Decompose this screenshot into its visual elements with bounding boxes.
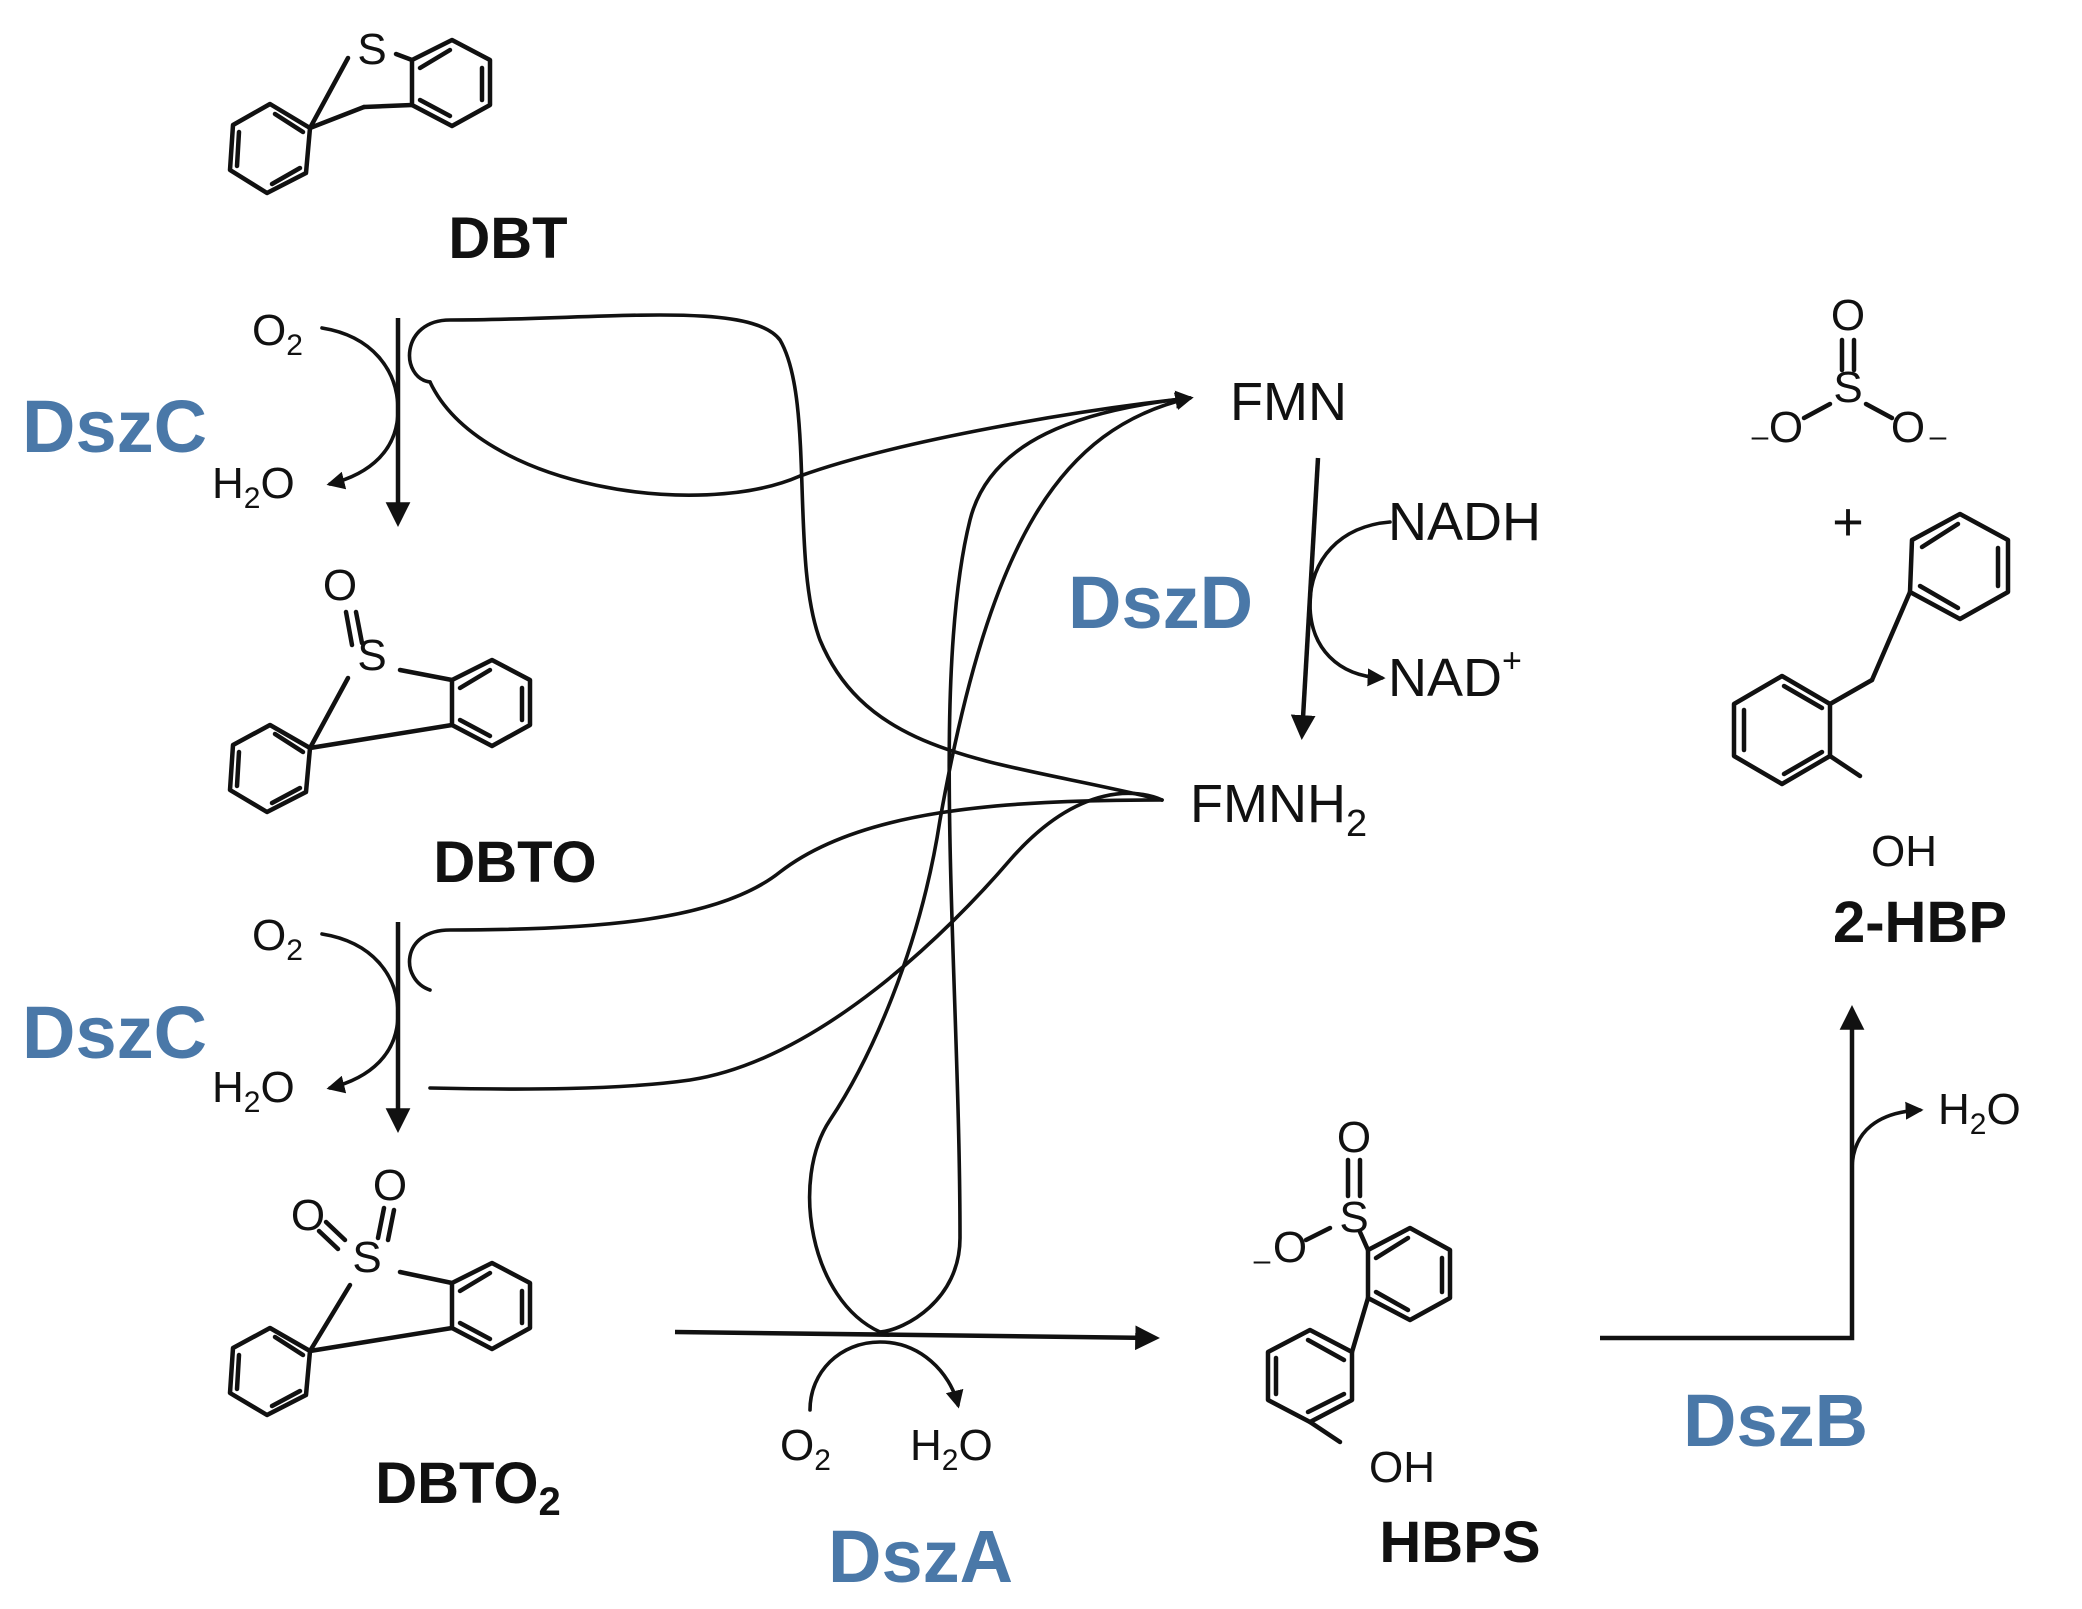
nad-label: NAD+ — [1388, 642, 1522, 708]
hbps-sulfur-atom: S — [1339, 1193, 1368, 1242]
dbto-label: DBTO — [433, 830, 596, 895]
dbto-structure: S O — [227, 561, 533, 815]
dbto2-label: DBTO2 — [375, 1451, 561, 1524]
dbto2-oxygen-atom-right: O — [373, 1161, 407, 1210]
dszc2-o2-label: O2 — [252, 911, 303, 967]
hbps-structure: S O O – OH — [1254, 1113, 1453, 1492]
nadh-label: NADH — [1388, 492, 1541, 552]
dszc1-h2o-label: H2O — [212, 459, 295, 515]
sulfite-charge-left: – — [1752, 420, 1769, 453]
dsza-h2o-label: H2O — [910, 1421, 993, 1477]
dszc2-o2-h2o-curl — [320, 932, 400, 1094]
hbp-structure: OH — [1731, 511, 2011, 876]
dbt-structure: S — [227, 25, 493, 196]
dbto2-structure: S O O — [227, 1161, 533, 1418]
hbps-oxide-atom: O — [1273, 1223, 1307, 1272]
sulfite-oxygen-left: O — [1769, 403, 1803, 452]
flavin-coupling-curves — [407, 313, 1194, 1334]
dszb-enzyme-label: DszB — [1683, 1379, 1868, 1462]
hbps-oxide-charge: – — [1254, 1244, 1271, 1277]
plus-sign: + — [1832, 492, 1864, 552]
hbps-to-hbp-arrow — [1600, 1005, 1865, 1341]
fmn-label: FMN — [1230, 372, 1347, 432]
dszc2-h2o-label: H2O — [212, 1063, 295, 1119]
dszc1-o2-label: O2 — [252, 306, 303, 362]
dbto2-oxygen-atom-left: O — [291, 1191, 325, 1240]
dbto-sulfur-atom: S — [357, 631, 386, 680]
dszc1-o2-h2o-curl — [320, 326, 400, 490]
sulfite-sulfur-atom: S — [1833, 363, 1862, 412]
hbps-oxygen-atom: O — [1337, 1113, 1371, 1162]
dsza-enzyme-label: DszA — [828, 1515, 1013, 1598]
dszc-enzyme-label-1: DszC — [22, 385, 207, 468]
dsza-o2-label: O2 — [780, 1421, 831, 1477]
dbto-oxygen-atom: O — [323, 561, 357, 610]
sulfite-oxygen-top: O — [1831, 291, 1865, 340]
fmnh2-label: FMNH2 — [1190, 774, 1367, 845]
dbt-label: DBT — [448, 206, 567, 271]
sulfite-charge-right: – — [1930, 420, 1947, 453]
sulfite-structure: O S O O – – — [1752, 291, 1947, 453]
dszb-h2o-curl — [1850, 1101, 1924, 1172]
hbp-label: 2-HBP — [1833, 890, 2007, 955]
nadh-curl — [1308, 520, 1392, 687]
dszc-enzyme-label-2: DszC — [22, 991, 207, 1074]
hbp-hydroxyl-group: OH — [1871, 827, 1937, 876]
dbt-sulfur-atom: S — [357, 25, 386, 74]
dbto2-to-hbps-arrow — [674, 1325, 1160, 1351]
dszb-h2o-label: H2O — [1938, 1085, 2021, 1141]
hbps-hydroxyl-group: OH — [1369, 1443, 1435, 1492]
hbps-label: HBPS — [1379, 1510, 1540, 1575]
dszd-enzyme-label: DszD — [1068, 561, 1253, 644]
dsza-o2-h2o-curl — [808, 1340, 964, 1412]
sulfite-oxygen-right: O — [1891, 403, 1925, 452]
dbto2-sulfur-atom: S — [352, 1233, 381, 1282]
